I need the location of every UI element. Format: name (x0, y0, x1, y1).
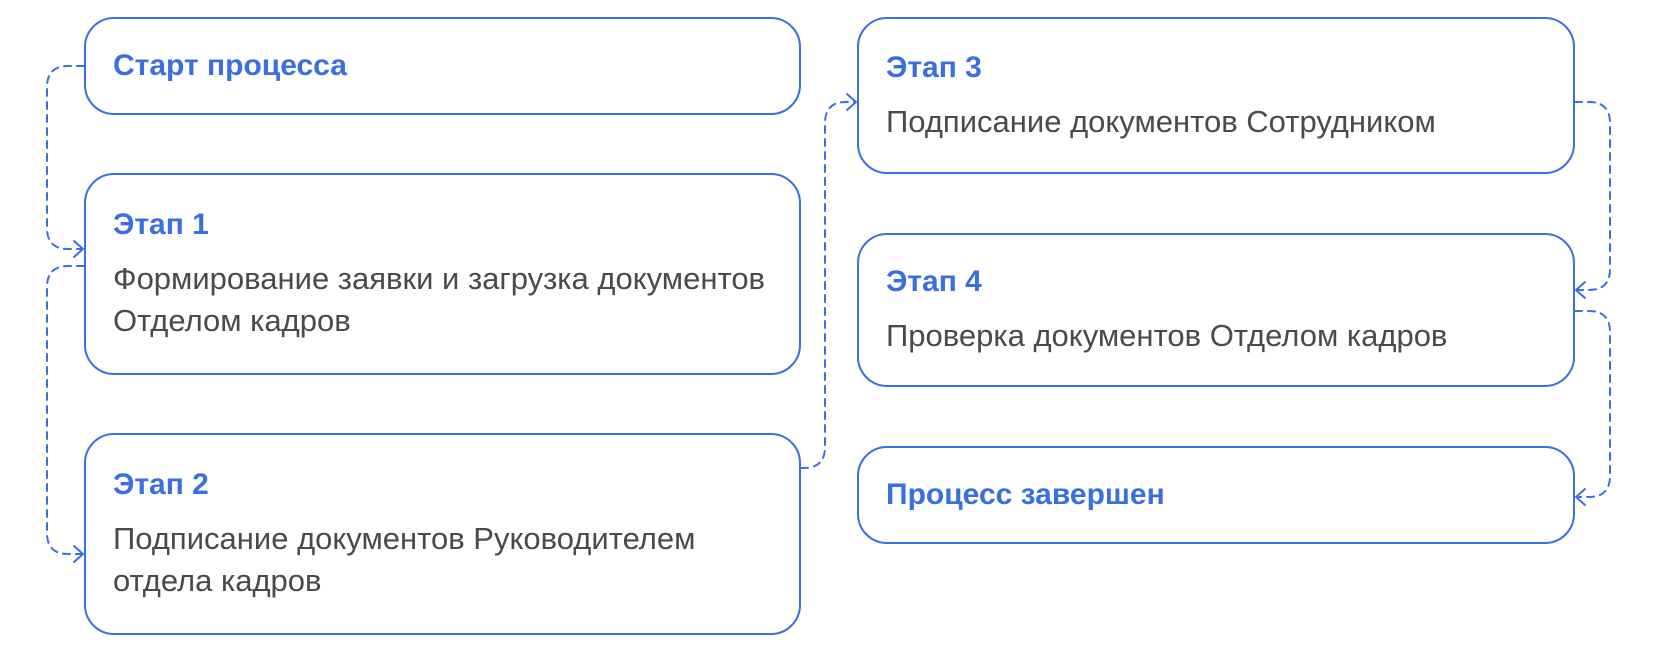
stage-2-description: Подписание документов Руководителем отде… (113, 521, 696, 598)
stage-1-description: Формирование заявки и загрузка документо… (113, 261, 766, 338)
arrow-head-stage2 (73, 545, 84, 563)
stage-3-description: Подписание документов Сотрудником (886, 103, 1436, 139)
process-end-box: Процесс завершен (857, 446, 1575, 544)
process-end-title: Процесс завершен (886, 478, 1165, 511)
arrow-head-stage1 (73, 240, 84, 258)
stage-3-title: Этап 3 (886, 50, 982, 84)
stage-4-title: Этап 4 (886, 265, 982, 298)
connector-stage3-to-stage4 (1574, 101, 1611, 291)
connector-stage2-to-stage3 (800, 101, 856, 469)
stage-4-box: Этап 4 Проверка документов Отделом кадро… (857, 233, 1575, 387)
stage-4-description: Проверка документов Отделом кадров (886, 318, 1448, 353)
start-process-box: Старт процесса (84, 17, 801, 115)
connector-start-to-stage1 (46, 65, 85, 250)
stage-1-box: Этап 1 Формирование заявки и загрузка до… (84, 173, 801, 375)
start-process-title: Старт процесса (113, 49, 347, 82)
arrow-head-stage4 (1575, 281, 1586, 299)
arrow-head-end (1575, 488, 1586, 506)
stage-2-title: Этап 2 (113, 468, 209, 501)
connector-stage1-to-stage2 (46, 265, 85, 555)
arrow-head-stage3 (846, 93, 857, 111)
stage-2-box: Этап 2 Подписание документов Руководител… (84, 433, 801, 635)
stage-1-title: Этап 1 (113, 208, 209, 241)
stage-3-box: Этап 3 Подписание документов Сотрудником (857, 17, 1575, 174)
connector-stage4-to-end (1574, 310, 1611, 498)
